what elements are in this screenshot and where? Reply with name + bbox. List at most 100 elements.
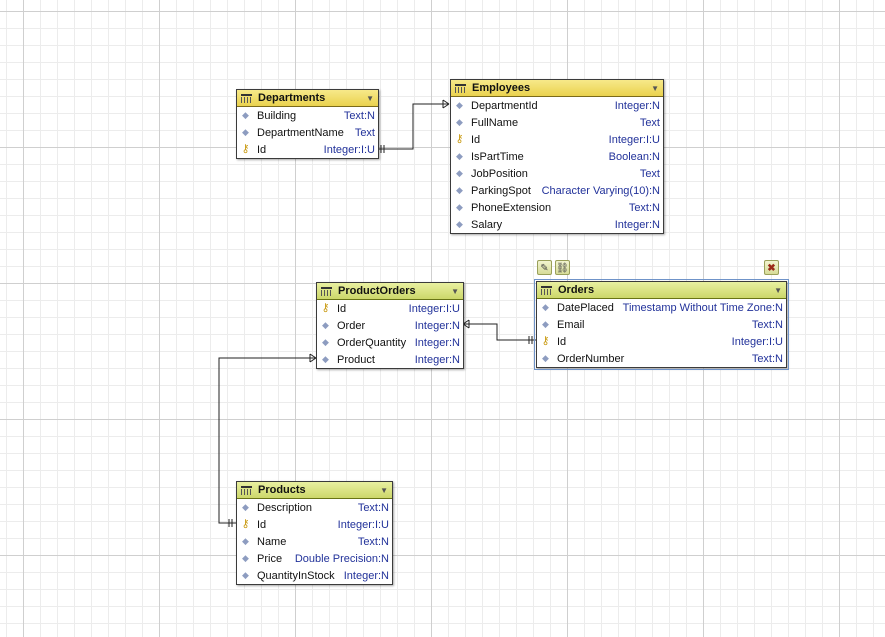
column-name: DepartmentName (257, 126, 344, 139)
relationship-departments-employees[interactable] (377, 99, 450, 153)
diamond-icon: ◆ (242, 553, 249, 563)
column-type: Integer:I:U (408, 302, 460, 315)
column-type: Text:N (751, 352, 783, 365)
diamond-icon: ◆ (456, 219, 463, 229)
key-icon: ⚷ (241, 518, 250, 530)
diamond-icon: ◆ (456, 168, 463, 178)
chevron-down-icon[interactable]: ▼ (774, 285, 782, 295)
chevron-down-icon[interactable]: ▼ (380, 485, 388, 495)
column-row[interactable]: ◆ Salary Integer:N (451, 216, 663, 233)
column-type: Text (639, 116, 660, 129)
column-row[interactable]: ◆ FullName Text (451, 114, 663, 131)
column-type: Text (354, 126, 375, 139)
add-relationship-tool-icon[interactable]: ⛓ (555, 260, 570, 275)
diamond-icon: ◆ (542, 302, 549, 312)
column-type: Text:N (357, 535, 389, 548)
diamond-icon: ◆ (542, 319, 549, 329)
table-title: ProductOrders (338, 285, 416, 297)
diamond-icon: ◆ (456, 100, 463, 110)
column-row[interactable]: ◆ Order Integer:N (317, 317, 463, 334)
column-name: JobPosition (471, 167, 528, 180)
column-row[interactable]: ⚷ Id Integer:I:U (237, 516, 392, 533)
column-name: Id (257, 518, 267, 531)
departments-table-header[interactable]: Departments ▼ (237, 90, 378, 107)
column-name: DatePlaced (557, 301, 614, 314)
column-name: IsPartTime (471, 150, 524, 163)
column-type: Character Varying(10):N (541, 184, 660, 197)
diamond-icon: ◆ (456, 117, 463, 127)
column-type: Integer:I:U (608, 133, 660, 146)
orders-table-header[interactable]: Orders ▼ (537, 282, 786, 299)
column-type: Integer:N (614, 218, 660, 231)
column-row[interactable]: ◆ DepartmentId Integer:N (451, 97, 663, 114)
column-type: Integer:I:U (337, 518, 389, 531)
column-row[interactable]: ◆ JobPosition Text (451, 165, 663, 182)
productorders-table-header[interactable]: ProductOrders ▼ (317, 283, 463, 300)
column-type: Integer:N (614, 99, 660, 112)
column-name: DepartmentId (471, 99, 538, 112)
key-icon: ⚷ (541, 335, 550, 347)
diamond-icon: ◆ (456, 202, 463, 212)
products-table-header[interactable]: Products ▼ (237, 482, 392, 499)
column-name: Id (557, 335, 567, 348)
chevron-down-icon[interactable]: ▼ (651, 83, 659, 93)
column-type: Text:N (751, 318, 783, 331)
table-icon (321, 286, 332, 296)
column-name: Salary (471, 218, 503, 231)
key-icon: ⚷ (455, 133, 464, 145)
chevron-down-icon[interactable]: ▼ (366, 93, 374, 103)
delete-table-tool-icon[interactable]: ✖ (764, 260, 779, 275)
diamond-icon: ◆ (322, 320, 329, 330)
chevron-down-icon[interactable]: ▼ (451, 286, 459, 296)
column-name: QuantityInStock (257, 569, 335, 582)
column-name: OrderQuantity (337, 336, 407, 349)
column-name: Product (337, 353, 375, 366)
table-icon (541, 285, 552, 295)
column-name: Order (337, 319, 366, 332)
column-name: FullName (471, 116, 519, 129)
column-name: Building (257, 109, 297, 122)
relationship-orders-productorders[interactable] (462, 319, 536, 344)
column-type: Boolean:N (608, 150, 660, 163)
diamond-icon: ◆ (456, 185, 463, 195)
employees-table-header[interactable]: Employees ▼ (451, 80, 663, 97)
relationship-products-productorders[interactable] (218, 353, 317, 527)
column-type: Integer:N (414, 319, 460, 332)
column-name: Description (257, 501, 313, 514)
column-name: Price (257, 552, 283, 565)
column-type: Integer:N (414, 336, 460, 349)
table-title: Orders (558, 284, 595, 296)
edit-table-tool-icon[interactable]: ✎ (537, 260, 552, 275)
column-type: Text (639, 167, 660, 180)
column-type: Text:N (357, 501, 389, 514)
